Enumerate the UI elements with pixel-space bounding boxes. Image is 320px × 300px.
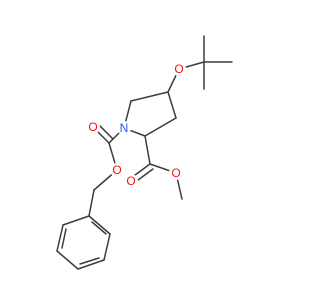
bond-benzene-inner-3: [61, 228, 67, 249]
atom-n-ring: N: [117, 121, 131, 135]
atom-n-ring-label: N: [120, 121, 129, 135]
atom-o-ester-methoxy: O: [169, 166, 183, 180]
molecule-structure: O N O O O O: [56, 35, 233, 270]
bond-ring-c3-c4: [167, 91, 177, 119]
atom-o-ether-label: O: [174, 62, 183, 76]
atom-o-ester-carbonyl: O: [124, 174, 138, 188]
bond-benzene-2-3: [103, 233, 111, 261]
atom-o-carbamate-ester-label: O: [112, 163, 121, 177]
bond-benzene-5-6: [56, 224, 64, 252]
bond-ch2-benzene: [88, 189, 95, 217]
bond-ring-ester-carbon: [144, 135, 151, 165]
atom-label-layer: O N O O O O: [86, 62, 186, 188]
atom-o-carbamate-ester: O: [110, 163, 124, 177]
atom-o-carbamate-carbonyl-label: O: [88, 120, 97, 134]
bond-carbamate-co-double-b: [98, 124, 114, 140]
atom-o-ester-carbonyl-label: O: [126, 174, 135, 188]
atom-o-ester-methoxy-label: O: [171, 166, 180, 180]
bond-benzene-3-4: [77, 259, 105, 270]
bond-benzene-1-2: [88, 215, 111, 235]
bond-ring-c2-c3: [144, 117, 177, 137]
atom-o-carbamate-carbonyl: O: [86, 120, 100, 134]
bond-benzene-4-5: [56, 250, 79, 270]
bond-benzene-inner-1: [91, 221, 107, 235]
atom-o-ether: O: [172, 62, 186, 76]
bond-ring-c4-c5: [130, 91, 169, 102]
bond-benzene-6-1: [62, 215, 90, 226]
bond-layer: [56, 35, 233, 270]
bond-benzene-inner-2: [79, 257, 100, 265]
